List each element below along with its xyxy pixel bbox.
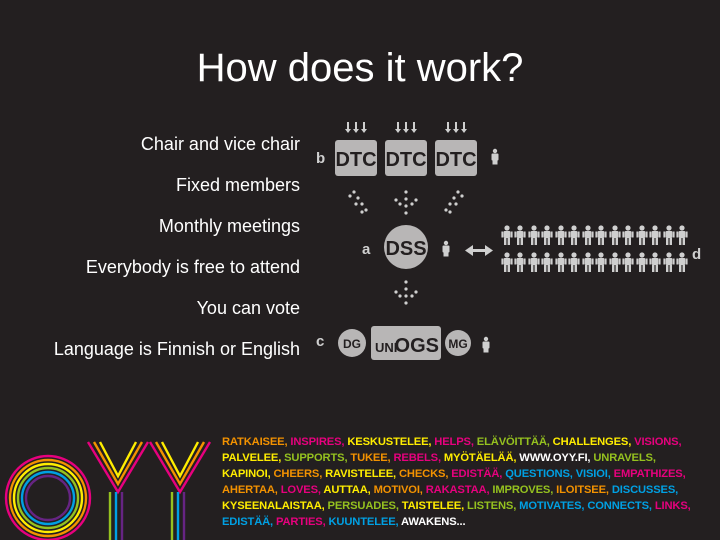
verb-line: KYSEENALAISTAA, PERSUADES, TAISTELEE, LI…	[222, 498, 718, 514]
label-c: c	[316, 333, 324, 350]
verb-line: PALVELEE, SUPPORTS, TUKEE, REBELS, MYÖTÄ…	[222, 450, 718, 466]
verb-word: PERSUADES,	[324, 500, 399, 512]
verb-word: CHALLENGES,	[549, 436, 632, 448]
bullet-item: Everybody is free to attend	[85, 257, 300, 277]
verb-word: HELPS,	[431, 436, 474, 448]
verb-word: TAISTELEE,	[398, 500, 465, 512]
dtc-label: DTC	[385, 149, 426, 171]
bullet-item: Language is Finnish or English	[53, 339, 300, 359]
verb-word: VISIOI,	[572, 468, 611, 480]
verb-word: MOTIVOI,	[370, 484, 423, 496]
verb-word: VISIONS,	[631, 436, 682, 448]
verb-line: RATKAISEE, INSPIRES, KESKUSTELEE, HELPS,…	[222, 434, 718, 450]
verb-word: KESKUSTELEE,	[344, 436, 432, 448]
uniogs-box	[371, 326, 441, 360]
verb-word: MYÖTÄELÄÄ,	[440, 452, 517, 464]
label-d: d	[692, 246, 701, 263]
verb-word: KYSEENALAISTAA,	[222, 500, 325, 512]
bullet-item: Monthly meetings	[158, 216, 300, 236]
dtc-box	[385, 140, 427, 176]
verb-word: LISTENS,	[464, 500, 517, 512]
ogs-label: OGS	[395, 335, 439, 357]
verb-word: REBELS,	[390, 452, 441, 464]
double-arrow-icon	[465, 245, 493, 256]
dtc-box	[335, 140, 377, 176]
bullet-item: Chair and vice chair	[140, 134, 300, 154]
verb-cloud: RATKAISEE, INSPIRES, KESKUSTELEE, HELPS,…	[222, 434, 718, 530]
bullet-list: Chair and vice chair Fixed members Month…	[54, 128, 300, 374]
verb-line: KAPINOI, CHEERS, RAVISTELEE, CHECKS, EDI…	[222, 466, 718, 482]
down-arrow-icon	[394, 280, 418, 305]
verb-word: CHEERS,	[270, 468, 323, 480]
bullet-item: You can vote	[196, 298, 300, 318]
verb-word: RAKASTAA,	[422, 484, 490, 496]
dss-label: DSS	[385, 238, 426, 260]
members-crowd	[501, 225, 688, 272]
verb-word: AWAKENS...	[398, 516, 466, 528]
input-arrows-icon	[445, 122, 467, 133]
verb-line: EDISTÄÄ, PARTIES, KUUNTELEE, AWAKENS...	[222, 514, 718, 530]
label-a: a	[362, 241, 371, 258]
verb-word: RATKAISEE,	[222, 436, 288, 448]
verb-word: UNRAVELS,	[590, 452, 656, 464]
verb-word: RAVISTELEE,	[322, 468, 397, 480]
verb-word: SUPPORTS,	[281, 452, 348, 464]
verb-word: ILOITSEE,	[553, 484, 609, 496]
label-b: b	[316, 150, 325, 167]
bullet-item: Fixed members	[175, 175, 300, 195]
input-arrows-icon	[345, 122, 367, 133]
verb-word: EDISTÄÄ,	[222, 516, 274, 528]
input-arrows-icon	[395, 122, 417, 133]
dtc-label: DTC	[435, 149, 476, 171]
verb-word: QUESTIONS,	[502, 468, 573, 480]
verb-word: MOTIVATES,	[516, 500, 585, 512]
person-icon	[442, 240, 450, 257]
verb-word: INSPIRES,	[287, 436, 345, 448]
verb-word: PARTIES,	[273, 516, 326, 528]
verb-line: AHERTAA, LOVES, AUTTAA, MOTIVOI, RAKASTA…	[222, 482, 718, 498]
mg-label: MG	[448, 337, 467, 351]
person-icon	[482, 336, 490, 353]
verb-word: CHECKS,	[396, 468, 449, 480]
slide-title: How does it work?	[196, 46, 524, 90]
dss-circle	[384, 225, 428, 269]
organization-diagram: b a c d DTC DTC DTC DSS DG	[316, 122, 701, 360]
verb-word: IMPROVES,	[489, 484, 554, 496]
verb-word: TUKEE,	[347, 452, 391, 464]
verb-word: AHERTAA,	[222, 484, 278, 496]
verb-word: WWW.OYY.FI,	[516, 452, 591, 464]
verb-word: CONNECTS,	[584, 500, 652, 512]
verb-word: AUTTAA,	[320, 484, 371, 496]
verb-word: KAPINOI,	[222, 468, 271, 480]
oyy-logo	[4, 441, 212, 540]
verb-word: EDISTÄÄ,	[448, 468, 503, 480]
verb-word: LOVES,	[277, 484, 321, 496]
uni-label: UNI	[375, 340, 397, 355]
verb-word: EMPATHIZES,	[610, 468, 686, 480]
dtc-box	[435, 140, 477, 176]
dtc-label: DTC	[335, 149, 376, 171]
mg-circle	[445, 330, 471, 356]
verb-word: PALVELEE,	[222, 452, 282, 464]
verb-word: ELÄVÖITTÄÄ,	[473, 436, 550, 448]
verb-word: LINKS,	[651, 500, 691, 512]
dg-circle	[338, 329, 366, 357]
person-icon	[491, 148, 499, 165]
converging-arrows-icon	[348, 190, 464, 215]
dg-label: DG	[343, 337, 361, 351]
verb-word: DISCUSSES,	[608, 484, 679, 496]
verb-word: KUUNTELEE,	[325, 516, 399, 528]
